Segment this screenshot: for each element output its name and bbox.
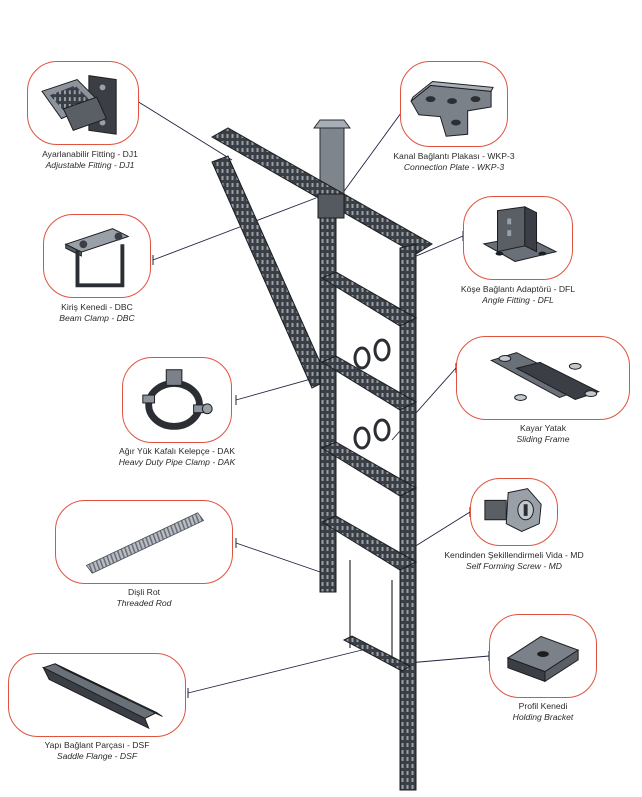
dbc-label-tr: Kiriş Kenedi - DBC [61, 302, 133, 312]
holding-bracket-frame [489, 614, 597, 698]
angle-fitting-frame [463, 196, 573, 280]
threaded-rod-frame [55, 500, 233, 584]
rod-label-en: Threaded Rod [116, 598, 172, 608]
md-caption: Kendinden Şekillendirmeli Vida - MD Self… [419, 550, 609, 572]
wkp3-label-en: Connection Plate - WKP-3 [403, 162, 505, 172]
self-forming-screw-icon [484, 488, 542, 532]
connection-plate-icon [410, 81, 494, 137]
rod-caption: Dişli Rot Threaded Rod [64, 587, 224, 609]
dsf-label-tr: Yapı Bağlant Parçası - DSF [44, 740, 150, 750]
dj1-caption: Ayarlanabilir Fitting - DJ1 Adjustable F… [10, 149, 170, 171]
self-forming-screw-frame [470, 478, 558, 546]
md-label-tr: Kendinden Şekillendirmeli Vida - MD [444, 550, 584, 560]
holding-label-tr: Profil Kenedi [518, 701, 568, 711]
adjustable-fitting-frame [27, 61, 139, 145]
sliding-label-en: Sliding Frame [516, 434, 570, 444]
holding-label-en: Holding Bracket [512, 712, 574, 722]
sliding-caption: Kayar Yatak Sliding Frame [463, 423, 623, 445]
holding-caption: Profil Kenedi Holding Bracket [463, 701, 623, 723]
dbc-label-en: Beam Clamp - DBC [59, 313, 135, 323]
holding-bracket-icon [506, 635, 580, 683]
md-label-en: Self Forming Screw - MD [466, 561, 562, 571]
sliding-frame-frame [456, 336, 630, 420]
dfl-caption: Köşe Bağlantı Adaptörü - DFL Angle Fitti… [438, 284, 598, 306]
dsf-caption: Yapı Bağlant Parçası - DSF Saddle Flange… [17, 740, 177, 762]
wkp3-caption: Kanal Bağlantı Plakası - WKP-3 Connectio… [374, 151, 534, 173]
pipe-clamp-icon [142, 369, 213, 430]
dsf-label-en: Saddle Flange - DSF [56, 751, 138, 761]
sliding-frame-icon [490, 352, 600, 401]
saddle-flange-frame [8, 653, 186, 737]
dak-caption: Ağır Yük Kafalı Kelepçe - DAK Heavy Duty… [97, 446, 257, 468]
dj1-label-tr: Ayarlanabilir Fitting - DJ1 [42, 149, 138, 159]
dak-label-tr: Ağır Yük Kafalı Kelepçe - DAK [119, 446, 235, 456]
sliding-label-tr: Kayar Yatak [519, 423, 567, 433]
dbc-caption: Kiriş Kenedi - DBC Beam Clamp - DBC [17, 302, 177, 324]
pipe-clamp-frame [122, 357, 232, 443]
dfl-label-tr: Köşe Bağlantı Adaptörü - DFL [460, 284, 576, 294]
threaded-rod-icon [85, 512, 205, 574]
dak-label-en: Heavy Duty Pipe Clamp - DAK [118, 457, 236, 467]
angle-fitting-icon [482, 205, 558, 262]
dfl-label-en: Angle Fitting - DFL [482, 295, 554, 305]
beam-clamp-icon [64, 228, 130, 288]
wkp3-label-tr: Kanal Bağlantı Plakası - WKP-3 [393, 151, 515, 161]
dj1-label-en: Adjustable Fitting - DJ1 [45, 160, 135, 170]
connection-plate-frame [400, 61, 508, 147]
rod-label-tr: Dişli Rot [128, 587, 160, 597]
saddle-flange-icon [42, 663, 163, 730]
beam-clamp-frame [43, 214, 151, 298]
adjustable-fitting-icon [41, 75, 117, 135]
